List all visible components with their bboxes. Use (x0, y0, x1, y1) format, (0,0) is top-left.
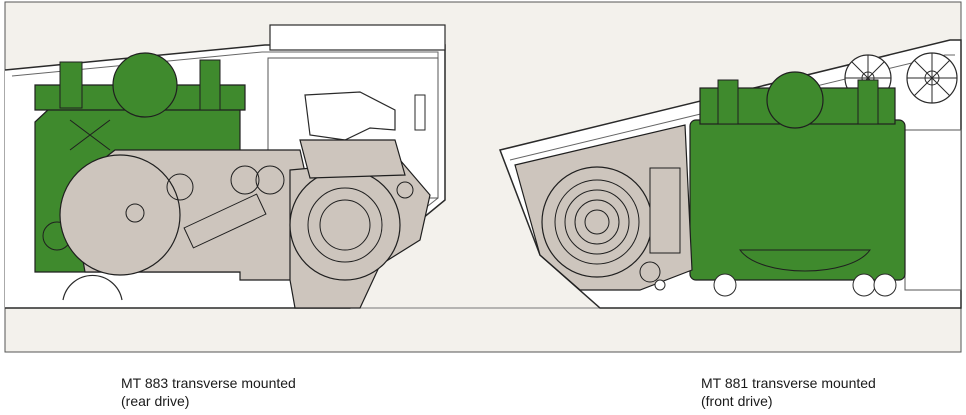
mt883-exhaust-end (396, 181, 414, 199)
mt881-turbo-left (717, 79, 739, 125)
mt883-vent (414, 94, 426, 131)
mt881-fan-left-blades (845, 55, 891, 101)
mt883-caption: MT 883 transverse mounted (rear drive) (121, 374, 296, 410)
mt883-caption-line1: MT 883 transverse mounted (121, 375, 296, 391)
mt883-transmission (59, 139, 431, 309)
mt883-final-drive-inner (307, 187, 383, 263)
mt881-cooling-fan (766, 71, 824, 129)
mt881-fan-right-blades (907, 53, 957, 103)
mt881-gear-ring-4 (574, 199, 620, 245)
mt883-caption-line2: (rear drive) (121, 393, 190, 409)
mt881-gear-ring-5 (584, 209, 610, 235)
mt881-wheel-1 (713, 273, 737, 297)
mt881-wheel-2 (852, 273, 876, 297)
mt881-caption: MT 881 transverse mounted (front drive) (701, 374, 876, 410)
mt881-turbo-right (857, 79, 879, 125)
mt881-gear-ring-2 (554, 179, 640, 265)
mt883-final-drive-hub (319, 199, 371, 251)
mt881-road-wheels (654, 273, 897, 297)
mt881-hull-inner (509, 54, 955, 161)
mt881-caption-line2: (front drive) (701, 393, 773, 409)
mt883-gear-small-4 (255, 165, 285, 195)
mt883-gear-large (59, 154, 181, 276)
mt883-exhaust-pipe (299, 139, 406, 179)
mt881-engine (689, 71, 906, 281)
mt883-top-hatch (269, 24, 446, 51)
mt883-road-wheel (62, 274, 123, 301)
mt883-gear-small-1 (125, 203, 145, 223)
mt883-final-drive-outer (289, 169, 401, 281)
mt883-gear-small-3 (230, 165, 260, 195)
mt883-gear-small-2 (166, 173, 194, 201)
mt883-turbo-right (199, 59, 221, 111)
mt881-side-panel (904, 129, 962, 291)
mt881-sump (739, 249, 871, 272)
mt881-control-block (649, 167, 681, 254)
mt883-manifold (69, 119, 111, 151)
mt881-wheel-4 (654, 279, 666, 291)
mt883-powerpack (4, 24, 446, 309)
mt881-caption-line1: MT 881 transverse mounted (701, 375, 876, 391)
mt881-small-gear (639, 261, 661, 283)
mt881-gear-ring-1 (541, 166, 653, 278)
mt881-powerpack (498, 39, 962, 309)
mt881-gear-ring-3 (564, 189, 630, 255)
mt883-turbo-left (59, 61, 83, 109)
mt883-output-shaft (183, 193, 267, 249)
mt881-transmission (514, 124, 693, 291)
mt881-wheel-3 (873, 273, 897, 297)
mt883-cooling-fan (112, 52, 178, 118)
mt883-air-intake (304, 91, 396, 141)
